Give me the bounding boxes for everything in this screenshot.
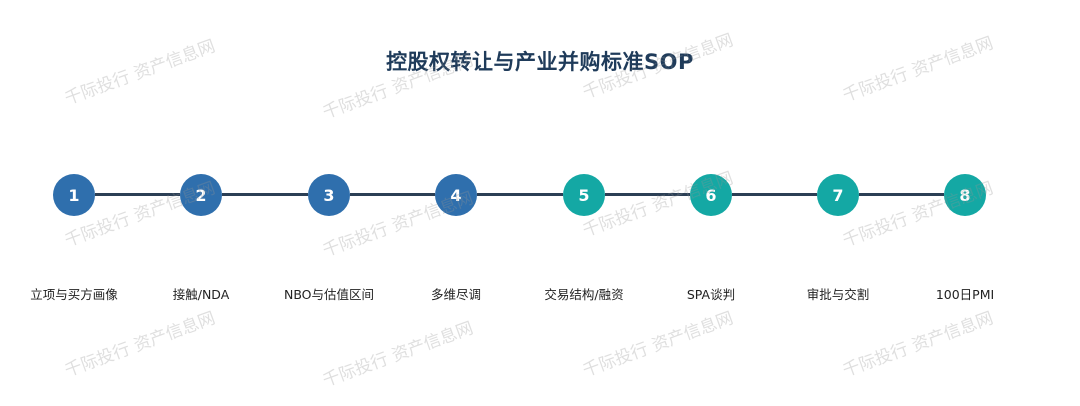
page-title: 控股权转让与产业并购标准SOP [386,50,694,74]
step-1-circle: 1 [53,174,95,216]
step-1-label: 立项与买方画像 [30,287,118,302]
watermark-text: 千际投行 资产信息网 [580,308,736,382]
step-5-circle: 5 [563,174,605,216]
connector-line [732,193,817,196]
step-7-circle: 7 [817,174,859,216]
step-6-circle: 6 [690,174,732,216]
connector-line [222,193,308,196]
step-5-label: 交易结构/融资 [544,287,624,302]
connector-line [605,193,690,196]
step-2-circle: 2 [180,174,222,216]
watermark-text: 千际投行 资产信息网 [320,318,476,392]
watermark-text: 千际投行 资产信息网 [62,308,218,382]
step-8-circle: 8 [944,174,986,216]
step-7-label: 审批与交割 [806,287,870,302]
step-3-label: NBO与估值区间 [283,287,375,302]
step-4-label: 多维尽调 [430,287,481,302]
watermark-text: 千际投行 资产信息网 [840,308,996,382]
step-4-circle: 4 [435,174,477,216]
step-8-label: 100日PMI [935,287,995,302]
connector-line [95,193,180,196]
step-2-label: 接触/NDA [172,287,230,302]
connector-line [859,193,944,196]
connector-line [350,193,435,196]
connector-line [477,193,563,196]
step-3-circle: 3 [308,174,350,216]
step-6-label: SPA谈判 [686,287,736,302]
